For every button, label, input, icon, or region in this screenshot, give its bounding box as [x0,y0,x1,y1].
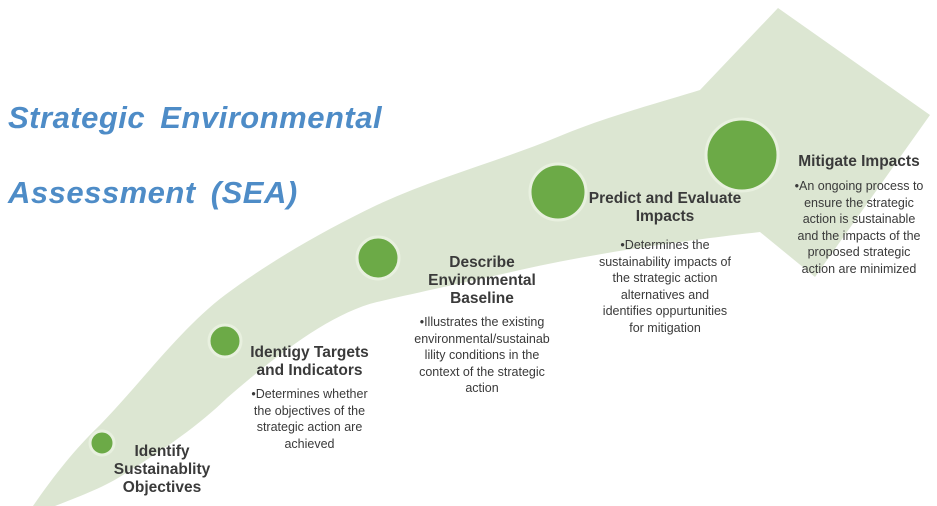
step-2-heading: Identigy Targets and Indicators [250,344,369,379]
step-3-circle [355,235,401,281]
step-2-bullet-text: •Determines whether the objectives of th… [251,387,368,451]
step-1-circle [88,429,116,457]
step-4-bullet-text: •Determines the sustainability impacts o… [598,238,731,335]
step-4-circle [528,162,588,222]
step-5-mitigate-impacts: Mitigate Impacts •An ongoing process to … [778,153,937,277]
step-2-targets-indicators: Identigy Targets and Indicators •Determi… [227,344,392,452]
step-4-predict-evaluate: Predict and Evaluate Impacts •Determines… [570,190,760,336]
step-3-bullet-text: •Illustrates the existing environmental/… [414,315,550,395]
step-5-bullet-text: •An ongoing process to ensure the strate… [794,179,924,276]
step-3-environmental-baseline: Describe Environmental Baseline •Illustr… [393,254,571,397]
step-1-identify-objectives: Identify Sustainablity Objectives [82,443,242,497]
step-4-heading: Predict and Evaluate Impacts [588,190,742,225]
step-3-heading: Describe Environmental Baseline [428,254,536,307]
step-5-heading: Mitigate Impacts [798,153,920,170]
diagram-title-line-1: Strategic Environmental [8,100,383,135]
diagram-title-line-2: Assessment (SEA) [8,175,298,210]
step-1-heading: Identify Sustainablity Objectives [113,443,211,496]
step-2-circle [207,323,243,359]
swoosh-arrow-shape [33,8,930,506]
step-5-circle [704,117,780,193]
